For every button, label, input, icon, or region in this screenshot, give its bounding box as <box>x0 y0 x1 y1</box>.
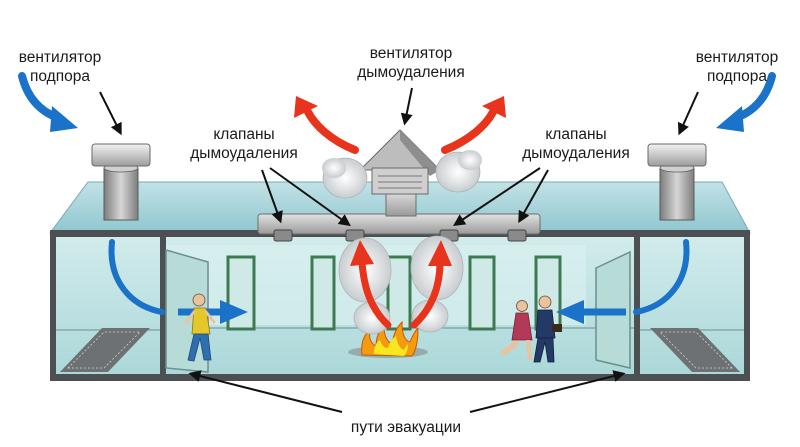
label-supply-fan-right: вентилятор подпора <box>678 48 796 86</box>
label-evacuation: пути эвакуации <box>322 418 490 437</box>
label-line: вентилятор <box>369 45 453 62</box>
label-valves-right: клапаны дымоудаления <box>512 125 640 163</box>
smoke-exhaust-arrow-icon <box>294 96 506 154</box>
label-exhaust-fan: вентилятор дымоудаления <box>346 44 476 82</box>
supply-fan-right <box>647 143 707 221</box>
pointer-arrows <box>99 87 699 413</box>
supply-air-indoor-arrow-icon <box>108 239 690 324</box>
supply-fan-left <box>91 143 151 221</box>
label-line: клапаны <box>213 126 275 143</box>
valve-icon <box>273 229 527 242</box>
label-line: вентилятор <box>18 49 102 66</box>
label-line: дымоудаления <box>522 145 630 162</box>
floor-grille-right <box>650 328 740 372</box>
label-line: подпора <box>30 68 90 85</box>
label-supply-fan-left: вентилятор подпора <box>4 48 116 86</box>
smoke-puffs-roof <box>322 150 482 199</box>
smoke-flow-arrow-icon <box>350 240 452 329</box>
label-valves-left: клапаны дымоудаления <box>180 125 308 163</box>
floor-grille-left <box>60 328 150 372</box>
person-icon <box>184 293 562 363</box>
label-line: подпора <box>707 68 767 85</box>
label-line: вентилятор <box>695 49 779 66</box>
label-line: дымоудаления <box>190 145 298 162</box>
fan-icon <box>358 129 442 195</box>
label-line: пути эвакуации <box>350 419 462 436</box>
label-line: клапаны <box>545 126 607 143</box>
label-line: дымоудаления <box>357 64 465 81</box>
supply-air-arrow-icon <box>18 72 776 132</box>
fire-icon <box>348 320 428 358</box>
